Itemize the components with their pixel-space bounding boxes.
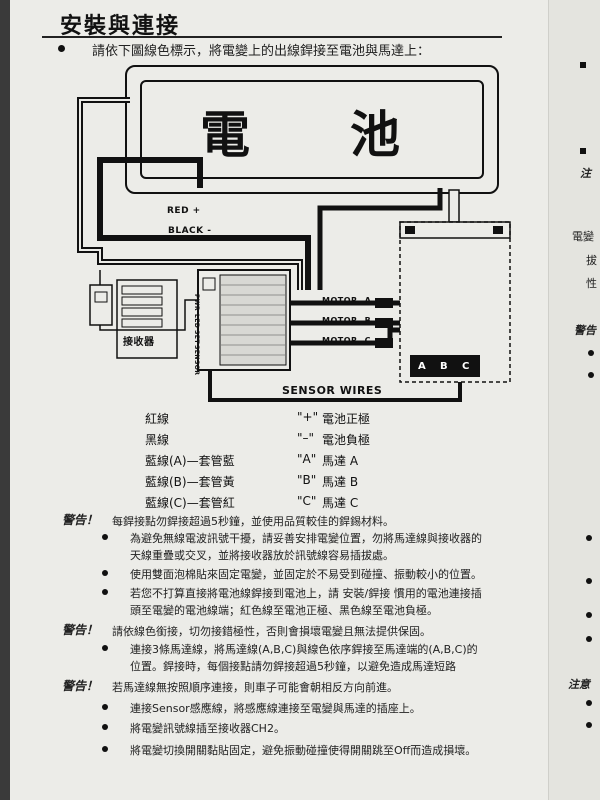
note-text: 連接3條馬達線，將馬達線(A,B,C)與線色依序銲接至馬達端的(A,B,C)的 <box>130 643 478 656</box>
legend-color: 藍線(C)—套管紅 <box>145 496 235 510</box>
note-text: 為避免無線電波訊號干擾，請妥善安排電變位置，勿將馬達線與接收器的 <box>130 532 482 545</box>
motor-terminal-block <box>410 355 480 377</box>
warning-text: 若馬達線無按照順序連接，則車子可能會朝相反方向前進。 <box>112 681 398 694</box>
motor-terminal-b: B <box>440 361 449 372</box>
section-title: 安裝與連接 <box>60 14 181 39</box>
adjacent-page <box>548 0 600 800</box>
bullet-icon <box>58 45 65 52</box>
note-text: 若您不打算直接將電池線銲接到電池上，請 安裝/銲接 慣用的電池連接插 <box>130 587 482 600</box>
legend-code: "–" <box>297 431 315 445</box>
sensor-wire <box>208 370 462 402</box>
legend-color: 紅線 <box>145 412 170 426</box>
side-line: 性 <box>586 277 597 290</box>
legend-code: "+" <box>297 410 319 424</box>
motor-shaft <box>448 189 460 223</box>
battery-char-1: 電 <box>200 106 250 164</box>
bullet-icon <box>102 645 108 651</box>
motor-terminal-c: C <box>462 361 470 372</box>
note-text: 連接Sensor感應線，將感應線連接至電變與馬達的插座上。 <box>130 702 421 715</box>
battery-body <box>140 80 484 179</box>
bullet-icon <box>102 704 108 710</box>
section-header: 安裝與連接 <box>42 6 502 39</box>
battery-outline <box>125 65 499 194</box>
warning-label: 警告！ <box>62 513 99 527</box>
bullet-icon <box>588 372 594 378</box>
esc-sensor-label: SENSOR <box>193 345 200 376</box>
esc-led-label: LED <box>193 314 200 329</box>
sensor-wires-label: SENSOR WIRES <box>282 384 383 397</box>
switch-module <box>89 284 113 326</box>
note-text: 位置。銲接時，每個接點請勿銲接超過5秒鐘，以避免造成馬達短路 <box>130 660 456 673</box>
legend-meaning: 馬達 B <box>322 475 359 489</box>
bullet-icon <box>586 722 592 728</box>
black-wire-label: BLACK - <box>168 226 212 236</box>
square-bullet-icon <box>580 148 586 154</box>
warning-label: 警告！ <box>62 623 99 637</box>
bullet-icon <box>102 534 108 540</box>
receiver-label: 接收器 <box>123 337 155 348</box>
bullet-icon <box>586 535 592 541</box>
battery-char-2: 池 <box>350 106 400 164</box>
note-text: 將電變切換開關黏貼固定，避免振動碰撞使得開關跳至Off而造成損壞。 <box>130 744 477 757</box>
legend-meaning: 馬達 A <box>322 454 359 468</box>
bullet-icon <box>102 724 108 730</box>
side-note: 注意 <box>568 678 590 691</box>
legend-color: 藍線(A)—套管藍 <box>145 454 235 468</box>
legend-code: "A" <box>297 452 317 466</box>
motor-a-label: MOTOR. A <box>322 296 372 305</box>
bullet-icon <box>586 700 592 706</box>
motor-b-label: MOTOR. B <box>322 316 372 325</box>
legend-meaning: 電池負極 <box>322 433 371 447</box>
legend-meaning: 馬達 C <box>322 496 359 510</box>
side-line: 拔 <box>586 254 597 267</box>
note-text: 使用雙面泡棉貼來固定電變，並固定於不易受到碰撞、振動較小的位置。 <box>130 568 482 581</box>
side-note: 注 <box>580 167 591 180</box>
intro-text: 請依下圖線色標示，將電變上的出線銲接至電池與馬達上： <box>92 44 431 59</box>
red-wire-upper <box>317 188 443 290</box>
note-text: 將電變訊號線插至接收器CH2。 <box>130 722 285 735</box>
black-wire <box>97 157 311 290</box>
legend-color: 藍線(B)—套管黃 <box>145 475 235 489</box>
bullet-icon <box>102 746 108 752</box>
bullet-icon <box>588 350 594 356</box>
esc-pwr-label: PWR <box>193 294 200 312</box>
warning-label: 警告！ <box>62 679 99 693</box>
note-text: 頭至電變的電池線端；紅色線至電池正極、黑色線至電池負極。 <box>130 604 438 617</box>
bullet-icon <box>586 612 592 618</box>
bullet-icon <box>586 578 592 584</box>
legend-code: "C" <box>297 494 317 508</box>
motor-terminal-a: A <box>418 361 427 372</box>
legend-color: 黑線 <box>145 433 170 447</box>
bullet-icon <box>586 636 592 642</box>
bullet-icon <box>102 570 108 576</box>
red-wire-label: RED + <box>167 206 201 216</box>
side-item: 電變 <box>572 230 594 243</box>
esc-set-label: SET <box>193 330 200 345</box>
note-text: 天線重疊或交叉，並將接收器放於訊號線容易插拔處。 <box>130 549 394 562</box>
warning-text: 每銲接點勿銲接超過5秒鐘，並使用品質較佳的銲錫材料。 <box>112 515 394 528</box>
warning-text: 請依線色銜接，切勿接錯極性，否則會損壞電變且無法提供保固。 <box>112 625 431 638</box>
side-warning: 警告 <box>574 324 596 337</box>
bullet-icon <box>102 589 108 595</box>
legend-meaning: 電池正極 <box>322 412 371 426</box>
red-wire-core <box>79 99 301 290</box>
legend-code: "B" <box>297 473 317 487</box>
motor-c-label: MOTOR. C <box>322 336 372 345</box>
square-bullet-icon <box>580 62 586 68</box>
